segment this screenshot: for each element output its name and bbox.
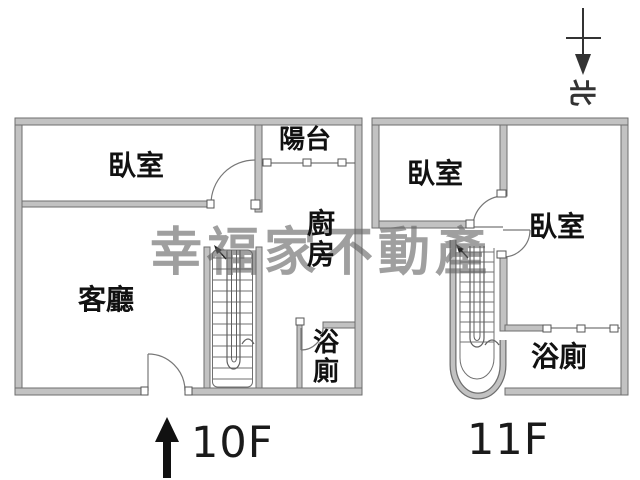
room-label-bedroom-left-11f: 臥室	[407, 157, 464, 190]
room-label-balcony-10f: 陽台	[279, 125, 332, 155]
room-label-bathroom-10f: 浴廁	[313, 328, 340, 388]
room-label-living-room-10f: 客廳	[78, 283, 135, 316]
north-label: 北	[565, 79, 597, 106]
room-label-kitchen-10f: 廚房	[307, 207, 336, 272]
room-label-bathroom-11f: 浴廁	[531, 340, 588, 373]
room-label-bedroom-right-11f: 臥室	[529, 210, 586, 243]
up-arrow-icon	[155, 417, 179, 478]
window-bathroom-11f	[542, 324, 620, 333]
stairs-11f	[449, 240, 507, 400]
walls-11f	[371, 117, 629, 396]
frame-marks	[140, 189, 507, 396]
walls-10f	[14, 117, 363, 396]
floor-label-11f: 11F	[467, 415, 550, 465]
room-label-bedroom-10f: 臥室	[108, 149, 165, 182]
north-arrow-icon	[566, 8, 601, 75]
window-balcony-10f	[262, 158, 355, 167]
watermark-text: 幸福家不動產	[150, 223, 493, 283]
floor-label-10f: 10F	[191, 418, 274, 468]
stairs-10f	[212, 245, 255, 388]
